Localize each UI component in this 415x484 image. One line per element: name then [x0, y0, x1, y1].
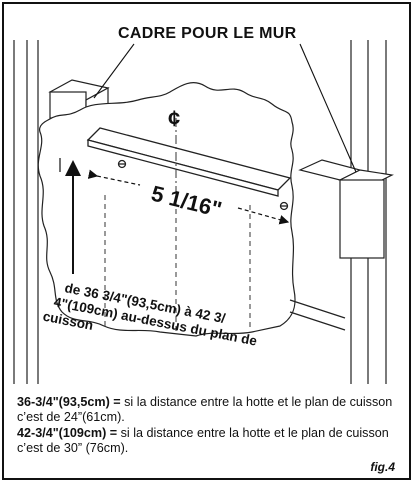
note-1-text: si la distance entre la hotte et le plan… — [17, 395, 393, 424]
note-1-bold: 36-3/4"(93,5cm) = — [17, 395, 121, 409]
note-42-3-4: 42-3/4"(109cm) = si la distance entre la… — [17, 426, 407, 456]
lower-rail — [289, 299, 346, 331]
wall-studs — [13, 40, 387, 384]
note-2-text: si la distance entre la hotte et le plan… — [17, 426, 389, 455]
figure-label: fig.4 — [370, 460, 395, 474]
figure-frame — [2, 2, 411, 480]
note-36-3-4: 36-3/4"(93,5cm) = si la distance entre l… — [17, 395, 407, 425]
right-frame-block — [298, 159, 394, 259]
installation-diagram: ¢ CADRE POUR LE MUR 5 1/16" de 36 3/4"(9… — [13, 25, 394, 384]
width-dimension — [59, 158, 290, 225]
hidden-lines — [104, 195, 251, 332]
title-leaders — [93, 43, 357, 173]
mounting-bracket — [86, 127, 292, 211]
diagram-title: CADRE POUR LE MUR — [118, 25, 297, 42]
note-2-bold: 42-3/4"(109cm) = — [17, 426, 118, 440]
centerline-symbol: ¢ — [168, 106, 180, 131]
